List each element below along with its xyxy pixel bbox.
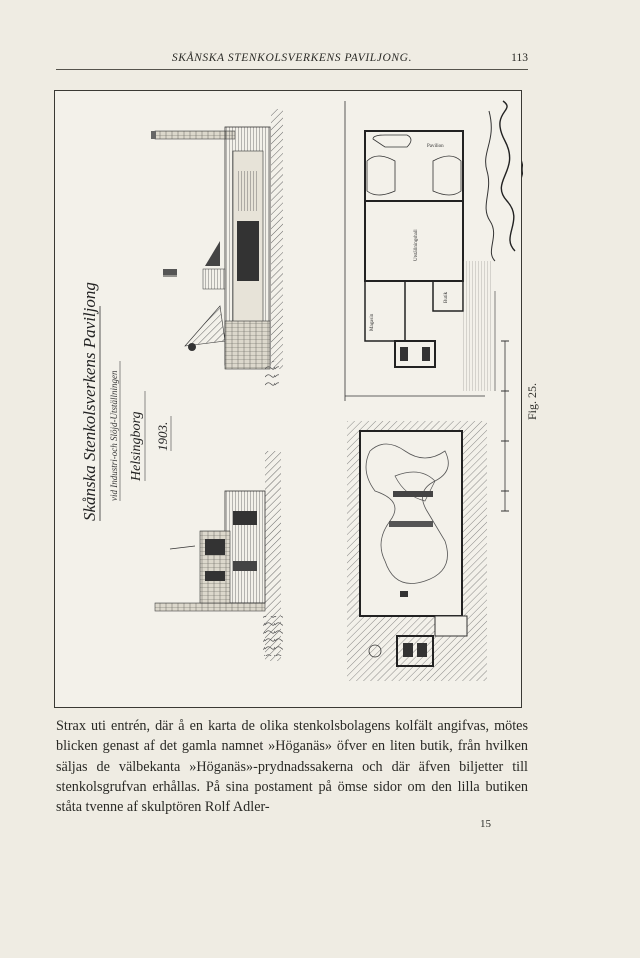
signature-mark: 15: [480, 818, 491, 830]
plan-label-magasin: Magasin: [370, 313, 375, 331]
site-plan: [347, 421, 487, 681]
plate-drawing: Skånska Stenkolsverkens Paviljong vid In…: [80, 100, 523, 681]
plan-label-butik: Butik: [444, 291, 449, 303]
plate-place: Helsingborg: [129, 412, 144, 482]
figure-label-text: Fig. 25.: [525, 382, 540, 421]
architectural-plate: Skånska Stenkolsverkens Paviljong vid In…: [54, 90, 523, 708]
plate-title: Skånska Stenkolsverkens Paviljong: [80, 282, 99, 521]
plate-subtitle: vid Industri-och Slöjd-Utställningen: [109, 370, 119, 501]
scale-bar: [501, 340, 509, 512]
page-number: 113: [511, 52, 528, 64]
plan-label-top: Pavilion: [427, 144, 444, 149]
running-header: SKÅNSKA STENKOLSVERKENS PAVILJONG. 113: [56, 50, 528, 68]
body-text: Strax uti entrén, där å en karta de olik…: [56, 716, 528, 817]
floor-plan: Pavilion Utställningshall Magasin Butik: [344, 101, 496, 401]
body-paragraph: Strax uti entrén, där å en karta de olik…: [56, 718, 528, 816]
side-elevation: [151, 109, 283, 389]
architect-signature: [485, 100, 523, 262]
plate-title-block: Skånska Stenkolsverkens Paviljong vid In…: [80, 282, 172, 521]
running-title: SKÅNSKA STENKOLSVERKENS PAVILJONG.: [171, 52, 413, 64]
header-rule: [56, 69, 528, 70]
plate-year: 1903.: [155, 422, 170, 451]
plan-label-hall: Utställningshall: [414, 229, 419, 261]
figure-label: Fig. 25.: [525, 380, 548, 424]
front-elevation: [154, 451, 283, 661]
